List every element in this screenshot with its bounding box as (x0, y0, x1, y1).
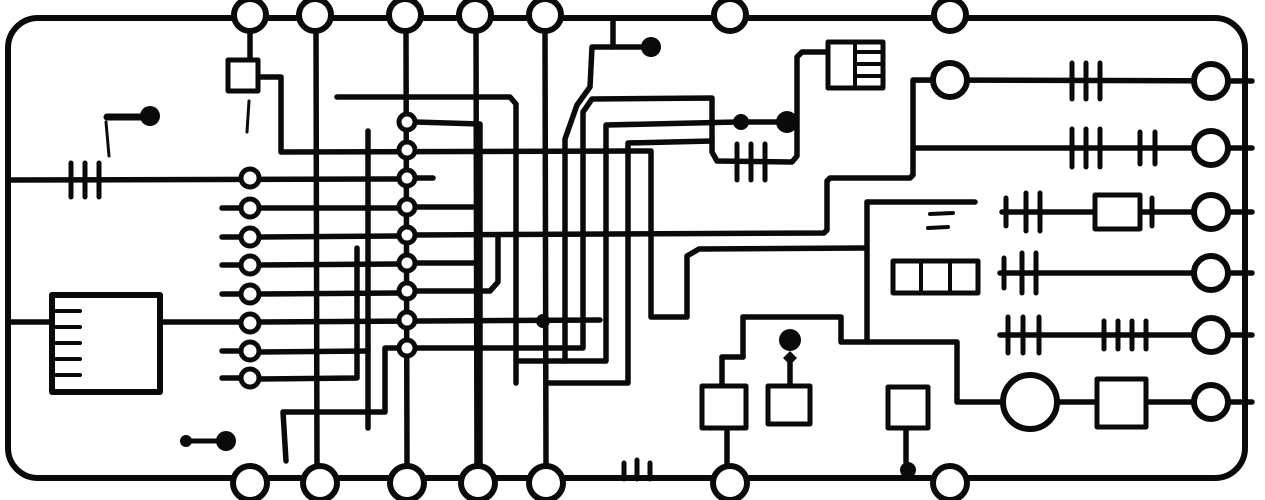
wire-end-dot-left (733, 114, 749, 130)
terminal-right-column-6 (1191, 382, 1231, 422)
balloon-diamond (783, 351, 797, 365)
node-column-left-node-6 (238, 311, 262, 335)
node-column-left-node-4 (238, 253, 262, 277)
row351-wire (256, 348, 371, 355)
wire-end-dot-right (776, 111, 798, 133)
terminal-row1-left (930, 60, 970, 100)
row122-wire (412, 119, 483, 469)
row294-wire (256, 290, 402, 297)
terminal-bottom-2 (300, 463, 340, 500)
terminal-bottom-7 (930, 463, 970, 500)
dumbbell-big-dot (216, 431, 236, 451)
row6-box-component (1094, 376, 1149, 430)
node-column-right-node-9 (396, 337, 418, 359)
top-pin-stub (610, 15, 646, 50)
pin-top-left-dot (140, 106, 160, 126)
terminal-bottom-5 (526, 463, 566, 500)
terminal-top-6 (711, 0, 749, 34)
top-pin-dot (641, 37, 661, 57)
row378-wire (256, 245, 360, 382)
square-b-component (765, 383, 813, 427)
node-column-right-node-8 (396, 309, 418, 331)
tapered-97-wire (334, 94, 519, 386)
terminal-right-column-5 (1191, 315, 1231, 355)
row3-box-component (1092, 192, 1143, 232)
terminal-top-2 (296, 0, 334, 34)
vertical-315 (313, 28, 320, 469)
terminal-big-bottom (1000, 372, 1060, 432)
row291-wire (412, 235, 501, 294)
node-column-left-node-7 (238, 339, 262, 363)
stepped-wire-c (543, 138, 715, 386)
leaf-top-left (104, 120, 111, 158)
row348-long-wire (382, 49, 831, 351)
node-column-right-node-4 (396, 196, 418, 218)
square-c-component (885, 384, 931, 431)
terminal-top-7 (931, 0, 969, 34)
node-column-left-node-1 (238, 166, 262, 190)
square-top-tail (245, 99, 251, 134)
node-column-right-node-6 (396, 252, 418, 274)
node-column-right-node-2 (396, 139, 418, 161)
vertical-405 (403, 28, 410, 469)
bigbox-dash-1 (928, 211, 955, 216)
vertical-475 (473, 28, 480, 469)
bus1-left (5, 176, 402, 183)
terminal-top-5 (526, 0, 564, 34)
row237-wire (256, 233, 402, 240)
terminal-top-4 (456, 0, 494, 34)
node-column-left-node-3 (238, 225, 262, 249)
terminal-right-column-1 (1191, 61, 1231, 101)
stepped-bottom-wire (740, 314, 1255, 405)
three-cell-box (890, 258, 981, 296)
node-column-right-node-1 (396, 111, 418, 133)
node-column-right-node-7 (396, 280, 418, 302)
terminal-bottom-6 (710, 463, 750, 500)
top-pin-branch (562, 44, 616, 364)
node-column-left-node-8 (238, 366, 262, 390)
square-a-component (699, 383, 749, 431)
zigzag-wire (280, 346, 388, 464)
bigbox-dash-2 (926, 225, 950, 230)
balloon-dot (779, 329, 801, 351)
node-column-left-node-5 (238, 282, 262, 306)
terminal-right-column-2 (1191, 128, 1231, 168)
terminal-right-column-4 (1191, 253, 1231, 293)
terminal-bottom-3 (387, 463, 427, 500)
node-column-right-node-5 (396, 224, 418, 246)
main-bus-wire (412, 77, 1255, 238)
terminal-bottom-1 (230, 463, 270, 500)
junction-dot (536, 314, 550, 328)
dumbbell-small-dot (180, 435, 192, 447)
row265-wire (256, 261, 402, 268)
small-square-component (225, 57, 261, 94)
node-column-right-node-3 (396, 167, 418, 189)
square-top-output-wire (236, 74, 868, 320)
terminal-bottom-4 (458, 463, 498, 500)
vertical-545 (542, 28, 549, 469)
terminal-top-3 (386, 0, 424, 34)
square-c-ground-dot (900, 462, 916, 478)
node-column-left-node-2 (238, 196, 262, 220)
terminal-right-column-3 (1191, 192, 1231, 232)
terminal-top-1 (231, 0, 269, 34)
